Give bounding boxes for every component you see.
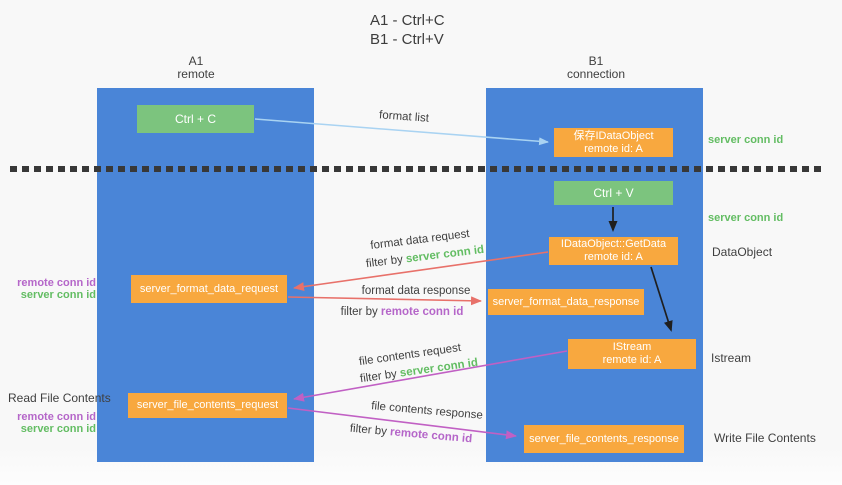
- lifeline-b1-role: connection: [566, 67, 626, 81]
- server-format-data-request-node: server_format_data_request: [131, 275, 287, 303]
- ctrl-v-action: Ctrl + V: [554, 181, 673, 205]
- remote-conn-id-inline: remote conn id: [380, 306, 464, 318]
- server-file-contents-response-label: server_file_contents_response: [529, 432, 679, 445]
- ctrl-c-label: Ctrl + C: [174, 111, 216, 126]
- copy-paste-separator-line: [10, 166, 826, 172]
- save-idataobject-node: 保存IDataObject remote id: A: [554, 128, 673, 157]
- server-conn-id-annotation-top: server conn id: [708, 134, 784, 146]
- read-file-contents-annotation: Read File Contents: [8, 391, 111, 405]
- format-data-response-filter-label: filter by remote conn id: [341, 306, 464, 318]
- filter-by-text: filter by: [340, 306, 381, 318]
- remote-conn-id-annotation-file: remote conn id: [17, 411, 96, 423]
- server-format-data-request-label: server_format_data_request: [139, 282, 279, 295]
- remote-conn-id-inline: remote conn id: [389, 426, 473, 446]
- diagram-title: A1 - Ctrl+C B1 - Ctrl+V: [370, 11, 445, 49]
- server-format-data-response-label: server_format_data_response: [492, 295, 640, 308]
- getdata-line1: IDataObject::GetData: [560, 238, 667, 250]
- format-data-response-arrow-label: format data response: [361, 285, 471, 297]
- lifeline-header-a1: A1 remote: [87, 55, 305, 81]
- istream-line2: remote id: A: [602, 354, 662, 366]
- server-conn-id-annotation-mid: server conn id: [708, 212, 784, 224]
- server-file-contents-request-node: server_file_contents_request: [128, 393, 287, 418]
- lifeline-a1-name: A1: [188, 54, 204, 68]
- file-conn-ids-block: remote conn id server conn id: [8, 411, 96, 435]
- server-conn-id-inline: server conn id: [405, 243, 485, 266]
- istream-annotation: Istream: [711, 351, 752, 365]
- lifeline-header-b1: B1 connection: [487, 55, 705, 81]
- file-contents-response-arrow-label: file contents response: [370, 400, 484, 422]
- save-idataobject-line1: 保存IDataObject: [573, 129, 654, 142]
- title-line-b1: B1 - Ctrl+V: [370, 31, 444, 48]
- remote-conn-id-annotation-format: remote conn id: [17, 277, 96, 289]
- filter-by-text: filter by: [359, 367, 401, 386]
- istream-node: IStream remote id: A: [568, 339, 696, 369]
- file-contents-response-filter-label: filter by remote conn id: [349, 423, 472, 446]
- format-conn-ids-block: remote conn id server conn id: [8, 277, 96, 301]
- lifeline-b1-name: B1: [588, 54, 604, 68]
- title-line-a1: A1 - Ctrl+C: [370, 12, 445, 29]
- lifeline-a1-role: remote: [177, 67, 215, 81]
- filter-by-text: filter by: [365, 253, 407, 271]
- ctrl-c-action: Ctrl + C: [137, 105, 254, 133]
- write-file-contents-annotation: Write File Contents: [714, 431, 816, 445]
- server-conn-id-annotation-file: server conn id: [20, 423, 96, 435]
- istream-line1: IStream: [612, 341, 652, 353]
- format-data-response-arrow: [287, 296, 482, 306]
- server-file-contents-response-node: server_file_contents_response: [524, 425, 684, 453]
- server-format-data-response-node: server_format_data_response: [488, 289, 644, 315]
- filter-by-text: filter by: [349, 422, 391, 439]
- ctrl-v-label: Ctrl + V: [593, 185, 634, 200]
- dataobject-annotation: DataObject: [712, 245, 773, 259]
- server-conn-id-annotation-format: server conn id: [20, 289, 96, 301]
- getdata-line2: remote id: A: [584, 251, 643, 263]
- getdata-node: IDataObject::GetData remote id: A: [549, 237, 678, 265]
- format-list-arrow-label: format list: [378, 109, 430, 125]
- save-idataobject-line2: remote id: A: [584, 142, 643, 155]
- server-file-contents-request-label: server_file_contents_request: [136, 399, 279, 411]
